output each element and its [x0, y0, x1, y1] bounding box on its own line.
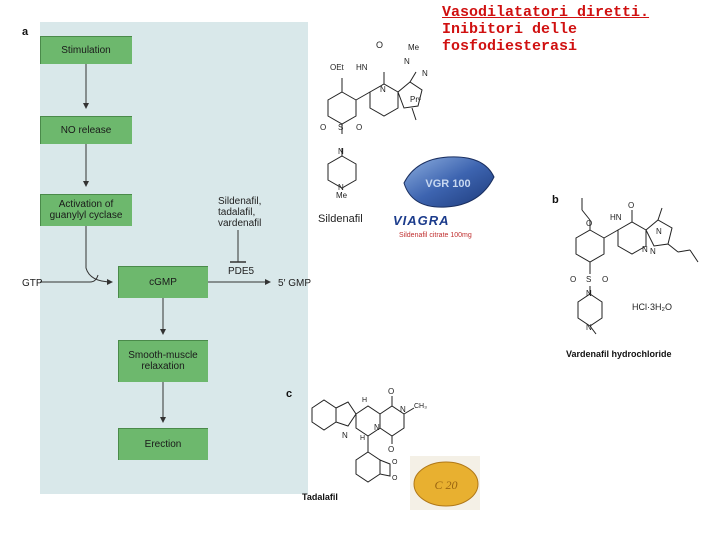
sildenafil-n-pip-top: N — [338, 147, 344, 156]
vardenafil-o-s-right: O — [602, 275, 608, 284]
title-line-2: Inibitori delle fosfodiesterasi — [442, 21, 578, 55]
vardenafil-caption: Vardenafil hydrochloride — [566, 349, 672, 359]
tadalafil-nh: N — [342, 431, 348, 440]
sildenafil-oet: OEt — [330, 63, 345, 72]
sildenafil-me-top: Me — [408, 43, 420, 52]
tadalafil-structure: O N CH₃ N H H N O O O — [311, 387, 427, 483]
activation-label-2: guanylyl cyclase — [49, 210, 123, 221]
smooth-muscle-box: Smooth-muscle relaxation — [118, 340, 208, 382]
vardenafil-n2: N — [656, 227, 662, 236]
inhibitor-2: tadalafil, — [218, 207, 256, 218]
stimulation-label: Stimulation — [61, 44, 111, 56]
panel-label-b: b — [552, 194, 559, 206]
tadalafil-o-top: O — [388, 387, 394, 396]
viagra-subtitle: Sildenafil citrate 100mg — [399, 232, 472, 239]
vardenafil-n-pip-top: N — [586, 289, 592, 298]
vardenafil-o-s-left: O — [570, 275, 576, 284]
vardenafil-o-carbonyl: O — [628, 201, 634, 210]
pill-imprint: VGR 100 — [425, 178, 470, 190]
gtp-label: GTP — [22, 278, 43, 289]
sildenafil-n2: N — [422, 69, 428, 78]
vardenafil-hn: HN — [610, 213, 622, 222]
sildenafil-s: S — [338, 123, 343, 132]
viagra-pill-image: VGR 100 — [403, 156, 495, 208]
vardenafil-structure: O O HN N N N O S O N N HCl·3H₂O — [570, 198, 699, 335]
tadalafil-o-dioxole-1: O — [392, 459, 398, 466]
vardenafil-n-pip-bot: N — [586, 323, 592, 332]
title-line-1: Vasodilatatori diretti. — [442, 4, 650, 21]
tadalafil-h-mid: H — [360, 435, 365, 442]
tadalafil-n-methyl: N — [400, 405, 406, 414]
tadalafil-pill-imprint: C 20 — [434, 478, 457, 492]
pathway-panel-background — [40, 22, 308, 494]
panel-label-a: a — [22, 26, 29, 38]
gmp-label: 5′ GMP — [278, 278, 311, 289]
arrow-activation-to-cgmp — [85, 226, 113, 285]
sildenafil-o-right: O — [356, 123, 362, 132]
pde5-label: PDE5 — [228, 266, 255, 277]
erection-label: Erection — [144, 438, 182, 450]
activation-label-1: Activation of — [58, 199, 114, 210]
viagra-brand-logo: VIAGRA — [393, 213, 450, 228]
smooth-muscle-label-1: Smooth-muscle — [128, 350, 198, 361]
vardenafil-hcl: HCl·3H₂O — [632, 302, 672, 312]
tadalafil-o-dioxole-2: O — [392, 475, 398, 482]
tadalafil-n-ring: N — [374, 423, 380, 432]
sildenafil-n3: N — [380, 85, 386, 94]
sildenafil-me-bot: Me — [336, 191, 348, 200]
sildenafil-caption: Sildenafil — [318, 213, 363, 225]
vardenafil-n1: N — [642, 245, 648, 254]
sildenafil-o-top: O — [376, 40, 383, 50]
sildenafil-structure: O Me OEt HN N N N Prⁿ O S O N N Me — [320, 40, 428, 200]
cgmp-label: cGMP — [149, 276, 177, 288]
activation-box: Activation of guanylyl cyclase — [40, 194, 132, 226]
sildenafil-hn: HN — [356, 63, 368, 72]
inhibitor-3: vardenafil — [218, 218, 262, 229]
vardenafil-n3: N — [650, 247, 656, 256]
vardenafil-o-ether: O — [586, 219, 592, 228]
smooth-muscle-label-2: relaxation — [141, 361, 185, 372]
panel-label-c: c — [286, 388, 293, 400]
gtp-line — [40, 274, 99, 283]
tadalafil-ch3: CH₃ — [414, 403, 427, 410]
no-release-label: NO release — [60, 124, 112, 136]
erection-box: Erection — [118, 428, 208, 460]
tadalafil-o-bottom: O — [388, 445, 394, 454]
tadalafil-caption: Tadalafil — [302, 492, 338, 502]
vardenafil-s: S — [586, 275, 591, 284]
stimulation-box: Stimulation — [40, 36, 132, 64]
no-release-box: NO release — [40, 116, 132, 144]
tadalafil-pill-image: C 20 — [410, 456, 480, 510]
pde5-inhibitors-label: Sildenafil, tadalafil, vardenafil — [218, 196, 261, 229]
sildenafil-n1: N — [404, 57, 410, 66]
cgmp-box: cGMP — [118, 266, 208, 298]
sildenafil-o-left: O — [320, 123, 326, 132]
slide-title: Vasodilatatori diretti. Inibitori delle … — [442, 4, 720, 55]
inhibitor-1: Sildenafil, — [218, 196, 262, 207]
sildenafil-n-pip-bot: N — [338, 183, 344, 192]
tadalafil-h-top: H — [362, 397, 367, 404]
sildenafil-propyl: Prⁿ — [410, 95, 421, 104]
